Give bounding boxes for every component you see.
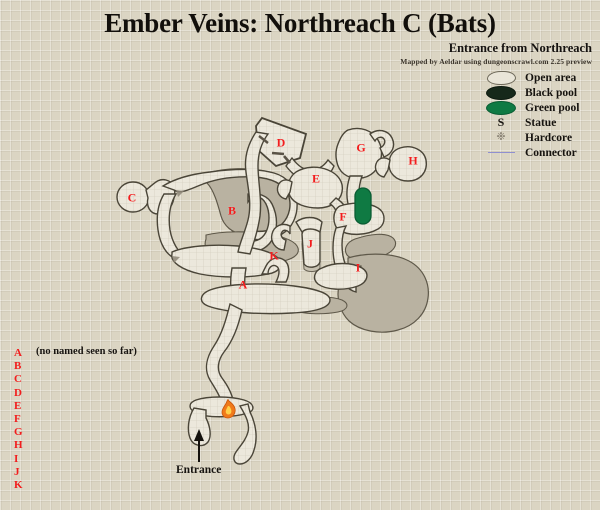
- legend-label-green-pool: Green pool: [525, 101, 580, 114]
- key-letter-A: A: [14, 347, 22, 359]
- key-row-D: D: [14, 385, 174, 399]
- key-row-F: F: [14, 411, 174, 425]
- key-letter-H: H: [14, 439, 23, 452]
- hardcore-glyph: ❉: [496, 131, 506, 143]
- black-pool-blob-icon: [484, 85, 518, 100]
- door-markers: [258, 135, 291, 164]
- map-attribution: Mapped by Aeldar using dungeonscrawl.com…: [400, 57, 592, 66]
- key-letter-B: B: [14, 360, 22, 373]
- key-row-B: B: [14, 358, 174, 373]
- key-row-K: K: [14, 477, 174, 491]
- key-row-E: E: [14, 398, 174, 412]
- legend-label-statue: Statue: [525, 116, 557, 129]
- legend-item-hardcore: ❉ Hardcore: [484, 130, 600, 145]
- entrance-arrow: [194, 429, 204, 462]
- room-key-list: A (no named seen so far) B C D E F G H I…: [14, 345, 174, 491]
- legend-label-black-pool: Black pool: [525, 86, 578, 99]
- green-pool-f: [354, 187, 372, 225]
- key-letter-G: G: [14, 426, 23, 439]
- flame-icon: [221, 399, 236, 419]
- rubble-markers: [172, 190, 184, 263]
- entrance-label: Entrance: [176, 464, 222, 476]
- key-row-A: A (no named seen so far): [14, 345, 174, 359]
- legend-item-black-pool: Black pool: [484, 85, 600, 100]
- legend-item-open-area: Open area: [484, 70, 600, 85]
- legend-label-hardcore: Hardcore: [525, 131, 573, 144]
- statue-icon: S: [484, 115, 518, 130]
- legend-label-open-area: Open area: [525, 71, 577, 84]
- legend-label-connector: Connector: [525, 146, 577, 159]
- key-row-H: H: [14, 437, 174, 452]
- connector-line-icon: [484, 145, 518, 160]
- key-letter-I: I: [14, 452, 19, 465]
- key-letter-C: C: [14, 373, 22, 386]
- legend-item-connector: Connector: [484, 145, 600, 160]
- statue-glyph: S: [497, 115, 505, 129]
- legend-item-statue: S Statue: [484, 115, 600, 130]
- legend-item-green-pool: Green pool: [484, 100, 600, 115]
- open-area-blob-icon: [484, 70, 518, 85]
- map-legend: Open area Black pool Green pool S Statue…: [484, 70, 600, 160]
- page-title: Ember Veins: Northreach C (Bats): [104, 8, 496, 38]
- key-letter-J: J: [14, 465, 20, 478]
- map-subtitle: Entrance from Northreach: [448, 41, 592, 55]
- green-pool-blob-icon: [484, 100, 518, 115]
- key-note: (no named seen so far): [36, 346, 137, 357]
- key-row-G: G: [14, 424, 174, 439]
- key-letter-K: K: [14, 478, 23, 491]
- key-row-I: I: [14, 451, 174, 465]
- key-letter-F: F: [14, 412, 21, 425]
- key-row-J: J: [14, 464, 174, 478]
- key-letter-E: E: [14, 399, 22, 412]
- key-row-C: C: [14, 371, 174, 386]
- key-letter-D: D: [14, 386, 22, 399]
- hardcore-icon: ❉: [484, 130, 518, 145]
- cave-floor: [116, 116, 427, 465]
